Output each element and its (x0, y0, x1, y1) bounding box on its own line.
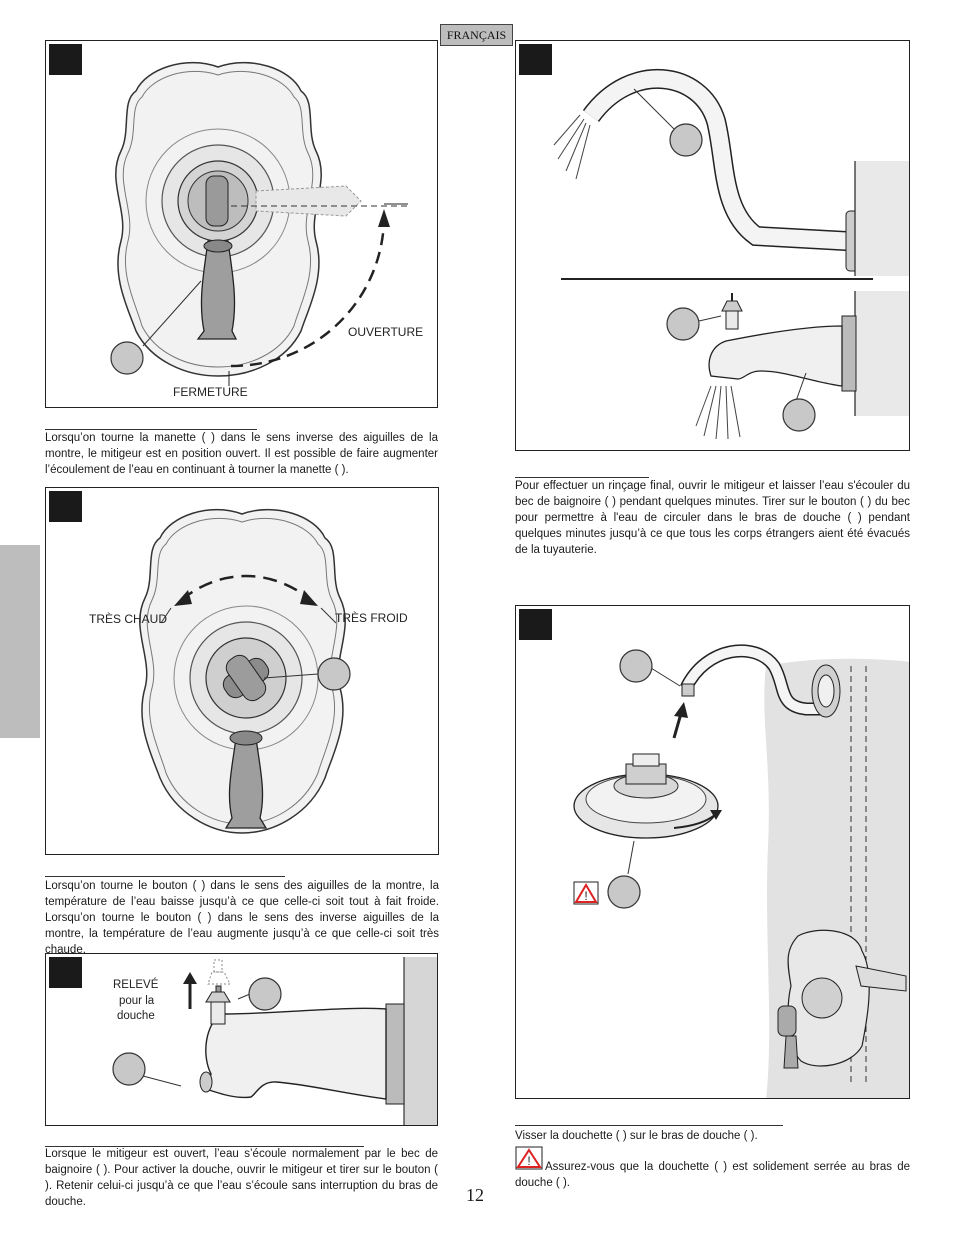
panel4-text: Pour effectuer un rinçage final, ouvrir … (515, 480, 910, 556)
step-number-box (519, 44, 552, 75)
step-number-box (49, 957, 82, 988)
valve-open-illustration (110, 61, 408, 386)
page-number: 12 (466, 1185, 484, 1205)
panel1-text: Lorsqu’on tourne la manette ( ) dans le … (45, 432, 438, 476)
label-open: OUVERTURE (348, 325, 424, 339)
panel5-warning-text: Assurez-vous que la douchette ( ) est so… (515, 1159, 910, 1191)
side-section-tab (0, 545, 40, 738)
panel-temperature: TRÈS CHAUD TRÈS FROID (45, 487, 439, 855)
label-raised-line3: douche (117, 1010, 155, 1022)
temperature-knob-illustration (139, 508, 351, 834)
panel-diverter: RELEVÉ pour la douche (45, 953, 438, 1126)
language-tab: FRANÇAIS (440, 24, 513, 46)
panel3-text: Lorsque le mitigeur est ouvert, l’eau s’… (45, 1148, 438, 1208)
panel5-text: Visser la douchette ( ) sur le bras de d… (515, 1130, 758, 1142)
svg-text:!: ! (527, 1154, 530, 1168)
section-rule (515, 1125, 783, 1126)
label-raised-line2: pour la (119, 995, 155, 1007)
svg-text:!: ! (584, 889, 587, 903)
section-rule (45, 1146, 364, 1147)
label-very-hot: TRÈS CHAUD (89, 612, 168, 626)
section-rule (515, 477, 649, 478)
label-very-cold: TRÈS FROID (335, 611, 408, 625)
label-close: FERMETURE (173, 385, 248, 399)
panel-flush (515, 40, 910, 451)
panel2-text: Lorsqu’on tourne le bouton ( ) dans le s… (45, 880, 439, 956)
section-rule (45, 876, 285, 877)
step-number-box (519, 609, 552, 640)
step-number-box (49, 44, 82, 75)
warning-icon: ! (515, 1146, 543, 1170)
panel-shower-head: ! (515, 605, 910, 1099)
section-rule (45, 429, 257, 430)
step-number-box (49, 491, 82, 522)
flush-illustration (553, 69, 909, 440)
label-raised-line1: RELEVÉ (113, 979, 159, 991)
tub-spout-diverter-illustration (112, 957, 437, 1125)
warning-text: Assurez-vous que la douchette ( ) est so… (515, 1161, 910, 1189)
panel-open-close: OUVERTURE FERMETURE (45, 40, 438, 408)
shower-head-install-illustration: ! (573, 644, 909, 1098)
